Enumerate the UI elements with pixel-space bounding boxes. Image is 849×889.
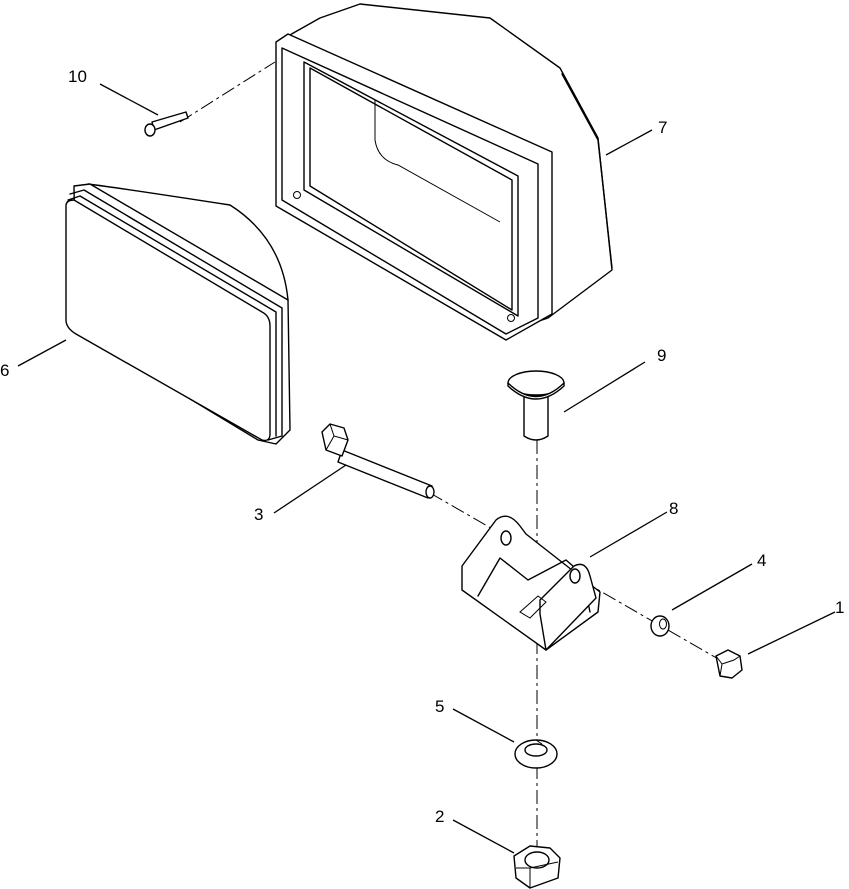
bolt <box>321 423 435 499</box>
lamp-lens <box>65 183 291 445</box>
callout-7: 7 <box>658 118 667 137</box>
assembly-centerlines <box>179 61 721 860</box>
screw <box>144 111 189 137</box>
lock-washer <box>514 739 558 769</box>
washer-small <box>650 615 670 637</box>
callout-6: 6 <box>0 361 9 380</box>
nut-small <box>715 649 743 679</box>
leader-lines <box>17 83 836 854</box>
carriage-bolt <box>507 370 565 441</box>
callout-2: 2 <box>435 807 444 826</box>
callout-5: 5 <box>435 697 444 716</box>
callout-4: 4 <box>757 551 766 570</box>
callout-8: 8 <box>669 499 678 518</box>
callout-1: 1 <box>835 598 844 617</box>
callout-labels: 10 7 6 9 3 8 4 1 5 2 <box>0 67 844 826</box>
callout-3: 3 <box>254 505 263 524</box>
mounting-bracket <box>461 515 601 651</box>
callout-10: 10 <box>68 67 87 86</box>
callout-9: 9 <box>657 346 666 365</box>
lamp-housing <box>275 3 613 341</box>
nut-large <box>513 845 561 889</box>
